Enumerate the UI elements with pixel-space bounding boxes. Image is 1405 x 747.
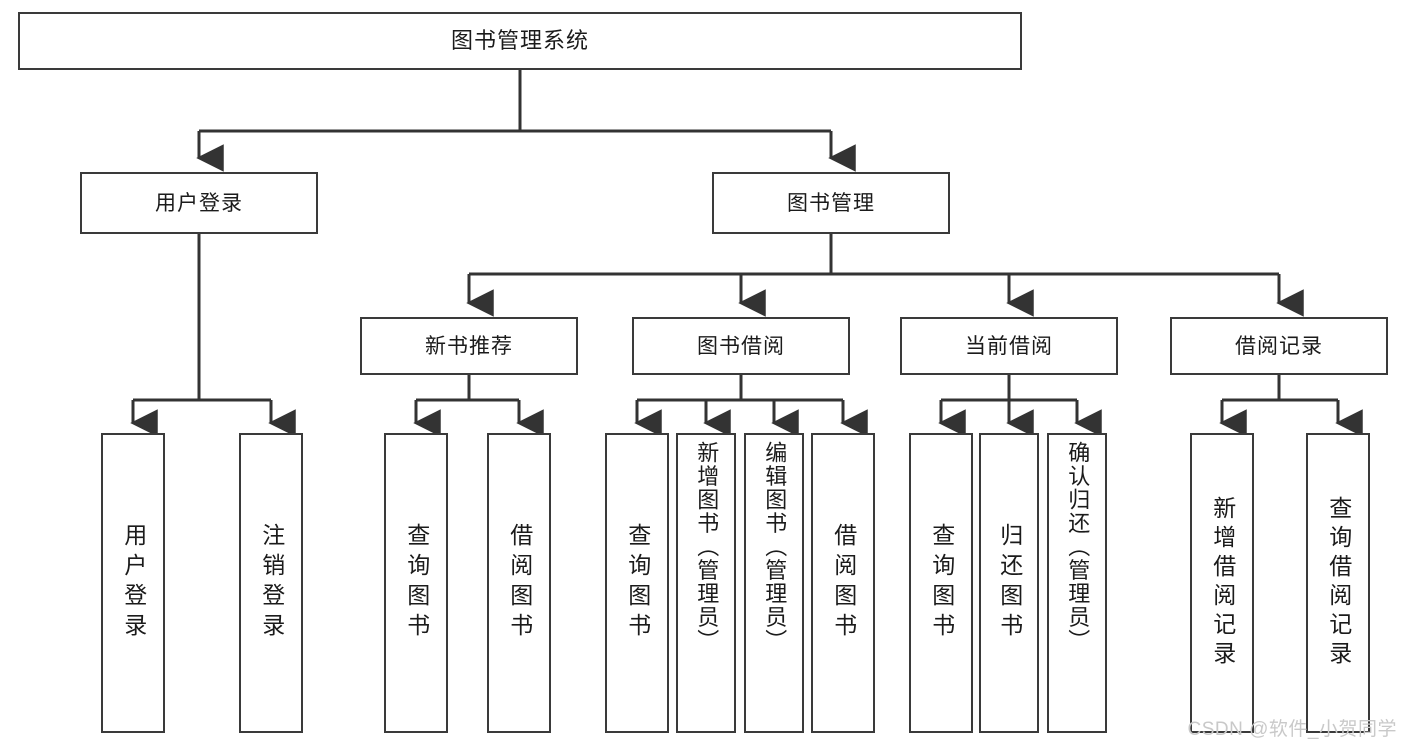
node-book-management[interactable]: 图书管理 xyxy=(712,172,950,234)
leaf-label: 借阅图书 xyxy=(830,523,857,643)
csdn-watermark: CSDN @软件_小贺同学 xyxy=(1187,719,1397,740)
node-current-borrow[interactable]: 当前借阅 xyxy=(900,317,1118,375)
leaf-label: 查询图书 xyxy=(624,523,651,643)
leaf-label: 编辑图书（管理员） xyxy=(762,441,788,653)
leaf-user-login[interactable]: 用户登录 xyxy=(101,433,165,733)
node-root[interactable]: 图书管理系统 xyxy=(18,12,1022,70)
leaf-query-book-borrow[interactable]: 查询图书 xyxy=(605,433,669,733)
leaf-label: 查询借阅记录 xyxy=(1325,496,1352,670)
leaf-label: 归还图书 xyxy=(996,523,1023,643)
node-new-book-recommend[interactable]: 新书推荐 xyxy=(360,317,578,375)
leaf-label: 确认归还（管理员） xyxy=(1065,441,1091,653)
leaf-label: 借阅图书 xyxy=(506,523,533,643)
leaf-add-borrow-record[interactable]: 新增借阅记录 xyxy=(1190,433,1254,733)
leaf-return-book[interactable]: 归还图书 xyxy=(979,433,1039,733)
leaf-label: 新增借阅记录 xyxy=(1209,496,1236,670)
leaf-query-book-current[interactable]: 查询图书 xyxy=(909,433,973,733)
leaf-label: 新增图书（管理员） xyxy=(694,441,720,653)
node-borrow-record[interactable]: 借阅记录 xyxy=(1170,317,1388,375)
leaf-query-borrow-record[interactable]: 查询借阅记录 xyxy=(1306,433,1370,733)
node-book-borrow[interactable]: 图书借阅 xyxy=(632,317,850,375)
node-user-login[interactable]: 用户登录 xyxy=(80,172,318,234)
leaf-label: 查询图书 xyxy=(403,523,430,643)
leaf-logout[interactable]: 注销登录 xyxy=(239,433,303,733)
leaf-label: 用户登录 xyxy=(120,523,147,643)
leaf-label: 注销登录 xyxy=(258,523,285,643)
leaf-edit-book-admin[interactable]: 编辑图书（管理员） xyxy=(744,433,804,733)
leaf-label: 查询图书 xyxy=(928,523,955,643)
leaf-borrow-book-recommend[interactable]: 借阅图书 xyxy=(487,433,551,733)
leaf-query-book-recommend[interactable]: 查询图书 xyxy=(384,433,448,733)
leaf-borrow-book[interactable]: 借阅图书 xyxy=(811,433,875,733)
leaf-confirm-return-admin[interactable]: 确认归还（管理员） xyxy=(1047,433,1107,733)
leaf-add-book-admin[interactable]: 新增图书（管理员） xyxy=(676,433,736,733)
